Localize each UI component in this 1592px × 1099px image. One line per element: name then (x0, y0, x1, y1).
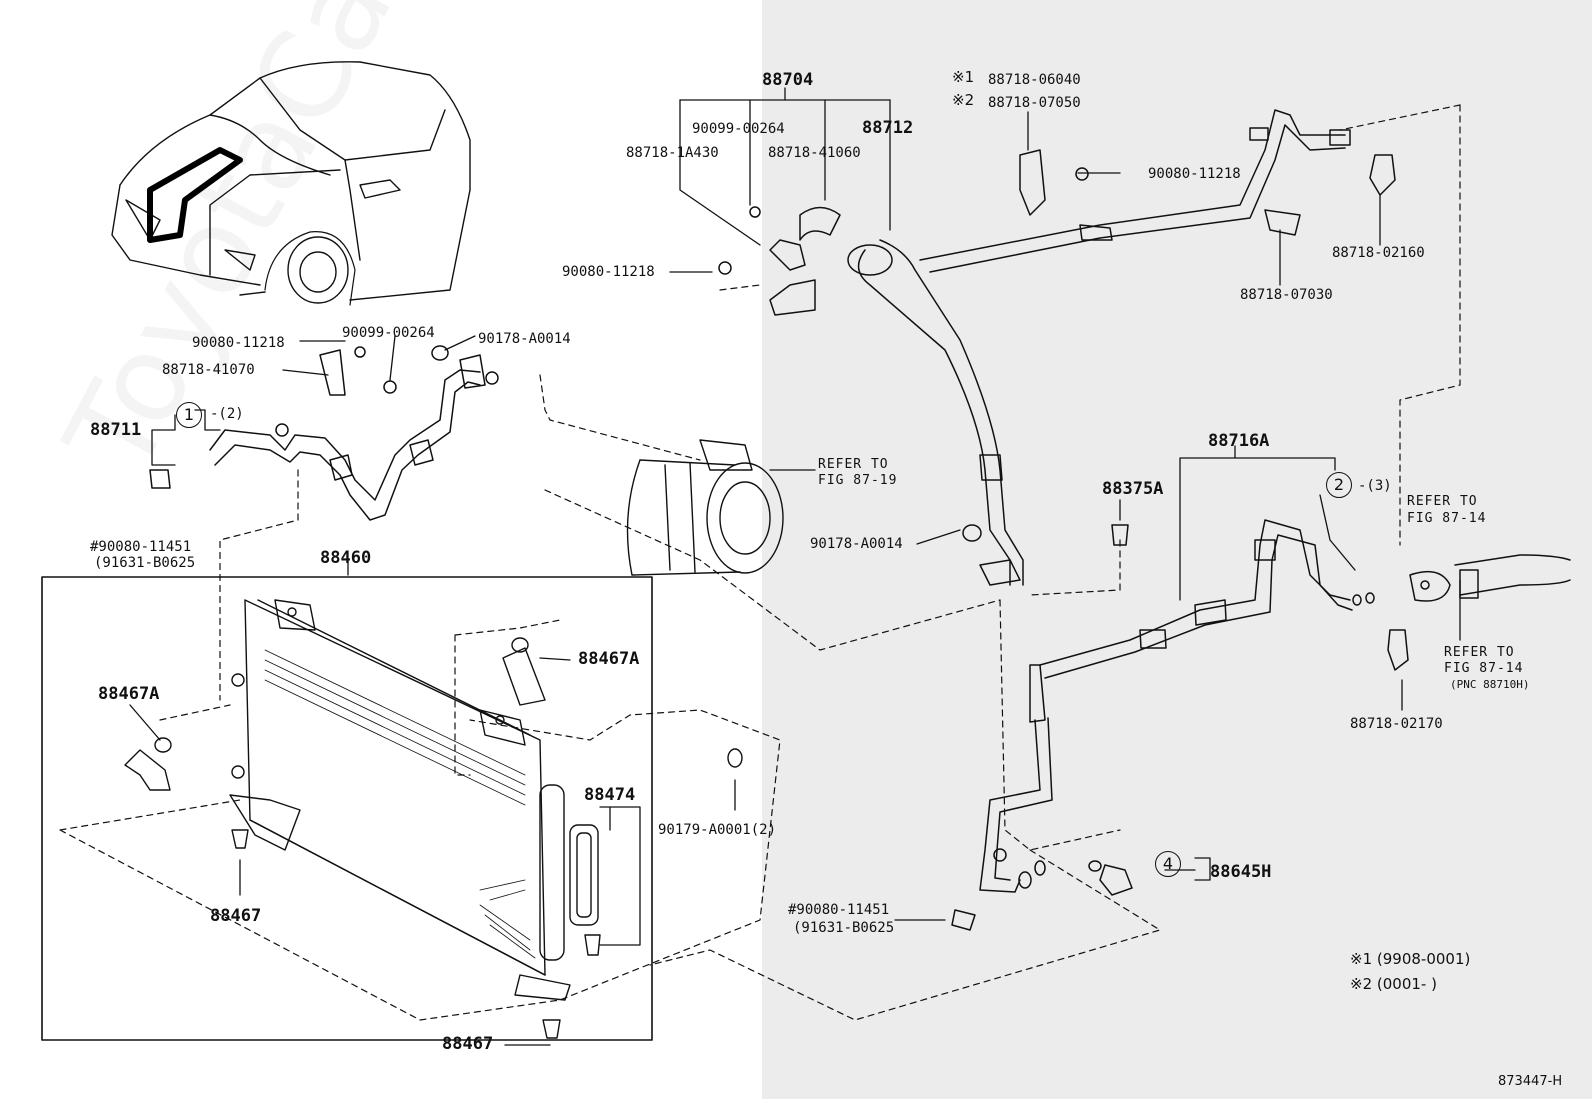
part-label-88718-06040: 88718-06040 (988, 72, 1081, 88)
diagram-id: 873447-H (1498, 1074, 1563, 1089)
refer-text-fig-87-19-line2: FIG 87-19 (818, 473, 898, 488)
refer-text-fig-87-19-line1: REFER TO (818, 457, 889, 472)
part-label-88718-41060: 88718-41060 (768, 145, 861, 161)
legend-note-2: ※2 (0001- ) (1350, 975, 1437, 993)
part-label-88716a: 88716A (1208, 431, 1270, 451)
part-label-90179-a0001: 90179-A0001(2) (658, 822, 777, 838)
part-label-90080-11451-right: #90080-11451 (788, 902, 890, 918)
ref-circle-1: 1 (176, 402, 202, 428)
part-label-90099-00264-top: 90099-00264 (692, 121, 785, 137)
part-label-90178-a0014-top: 90178-A0014 (478, 331, 571, 347)
refer-text-fig-87-14-a-line2: FIG 87-14 (1407, 511, 1487, 526)
part-label-88467a-right: 88467A (578, 649, 640, 669)
refer-text-fig-87-14-a-line1: REFER TO (1407, 494, 1478, 509)
part-label-90080-11218-top: 90080-11218 (562, 264, 655, 280)
part-label-90080-11218-right: 90080-11218 (1148, 166, 1241, 182)
qty-label-circle-2: -(3) (1358, 478, 1392, 494)
condenser-drawing (124, 599, 743, 1039)
note-mark-2: ※2 (952, 91, 975, 109)
part-label-88718-07030: 88718-07030 (1240, 287, 1333, 303)
part-label-88704: 88704 (762, 70, 814, 90)
part-label-90099-00264-left: 90099-00264 (342, 325, 435, 341)
qty-label-circle-1: -(2) (210, 406, 244, 422)
part-label-91631-b0625-left: (91631-B0625 (94, 555, 196, 571)
part-label-88712: 88712 (862, 118, 914, 138)
part-label-91631-b0625-right: (91631-B0625 (793, 920, 895, 936)
condenser-box (41, 576, 653, 1041)
part-label-88718-02170: 88718-02170 (1350, 716, 1443, 732)
dashed-guides (59, 104, 1461, 1021)
hose-drawings (149, 109, 1571, 931)
part-label-88711: 88711 (90, 420, 142, 440)
refer-text-fig-87-14-b-line3: (PNC 88710H) (1450, 678, 1530, 691)
part-label-88474: 88474 (584, 785, 636, 805)
part-label-88718-07050: 88718-07050 (988, 95, 1081, 111)
vehicle-sketch (111, 61, 471, 306)
part-label-88375a: 88375A (1102, 479, 1164, 499)
compressor-drawing (626, 439, 784, 576)
part-label-88467-mid: 88467 (210, 906, 262, 926)
legend-note-1: ※1 (9908-0001) (1350, 950, 1471, 968)
note-mark-1: ※1 (952, 68, 975, 86)
part-label-88467-bottom: 88467 (442, 1034, 494, 1054)
part-label-88718-1a430: 88718-1A430 (626, 145, 719, 161)
part-label-88645h: 88645H (1210, 862, 1272, 882)
part-label-90080-11451-left: #90080-11451 (90, 539, 192, 555)
ref-circle-2: 2 (1326, 472, 1352, 498)
part-label-88460: 88460 (320, 548, 372, 568)
ref-circle-4: 4 (1155, 851, 1181, 877)
refer-text-fig-87-14-b-line1: REFER TO (1444, 645, 1515, 660)
part-label-88467a-left: 88467A (98, 684, 160, 704)
part-label-88718-41070: 88718-41070 (162, 362, 255, 378)
shaded-panel (762, 0, 1592, 1099)
refer-text-fig-87-14-b-line2: FIG 87-14 (1444, 661, 1524, 676)
part-label-90178-a0014-mid: 90178-A0014 (810, 536, 903, 552)
part-label-90080-11218-left: 90080-11218 (192, 335, 285, 351)
part-label-88718-02160: 88718-02160 (1332, 245, 1425, 261)
leader-lines (129, 87, 1461, 1046)
